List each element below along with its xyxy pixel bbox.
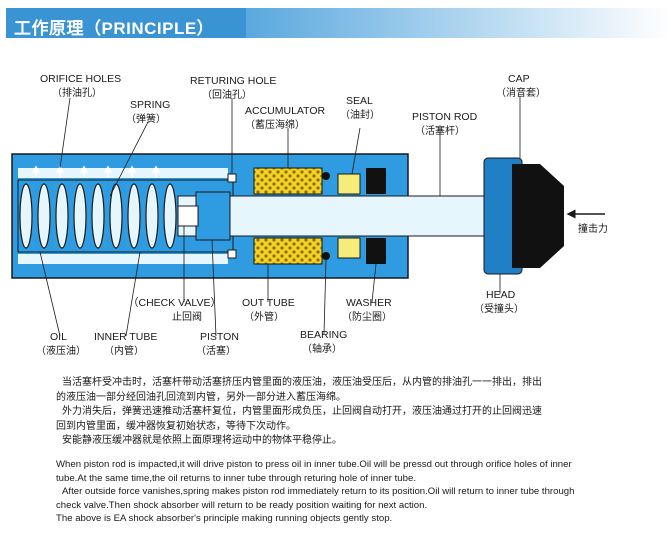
- accumulator-label: ACCUMULATOR: [245, 105, 326, 117]
- description-en-line: tube.At the same time,the oil returns to…: [56, 472, 416, 484]
- inner-tube-label: INNER TUBE: [94, 331, 157, 343]
- washer-label: WASHER: [346, 297, 392, 309]
- description-cn-line: 安能静液压缓冲器就是依照上面原理将运动中的物体平稳停止。: [62, 435, 342, 446]
- description-cn-line: 外力消失后，弹簧迅速推动活塞杆复位，内管里面形成负压，止回阀自动打开，液压油通过…: [62, 406, 542, 417]
- head-label-cn: （受撞头）: [474, 302, 524, 315]
- piston-label-cn: （活塞）: [196, 344, 236, 357]
- oil-channel-top: [18, 168, 228, 178]
- returning-hole-label: RETURING HOLE: [190, 75, 276, 87]
- description-en-line: The above is EA shock absorber's princip…: [56, 513, 393, 525]
- accumulator-top: [253, 167, 323, 195]
- accumulator-bottom: [253, 237, 323, 265]
- description-en-line: After outside force vanishes,spring make…: [62, 486, 575, 498]
- description-en-line: When piston rod is impacted,it will driv…: [56, 459, 572, 470]
- orifice-holes-label-cn: （排油孔）: [52, 86, 102, 99]
- washer-label-cn: （防尘圈）: [342, 310, 392, 323]
- seal-label: SEAL: [346, 95, 373, 107]
- piston: [195, 191, 231, 241]
- cap: [512, 164, 564, 268]
- orifice-holes-label: ORIFICE HOLES: [40, 73, 121, 85]
- bearing-label: BEARING: [300, 329, 347, 341]
- description-en: When piston rod is impacted,it will driv…: [56, 458, 656, 526]
- cap-label-cn: （消音套）: [496, 86, 546, 99]
- leader-lines: [39, 96, 521, 337]
- oil-label-cn: （液压油）: [36, 344, 86, 357]
- bearing-bottom: [322, 252, 330, 260]
- washer-top: [366, 168, 386, 194]
- spring-label-cn: （弹簧）: [126, 112, 166, 125]
- bearing-top: [322, 172, 330, 180]
- piston-rod-label: PISTON ROD: [412, 111, 478, 123]
- out-tube-label-cn: （外管）: [244, 310, 284, 323]
- returning-hole-label-cn: （回油孔）: [202, 88, 252, 101]
- head-label: HEAD: [486, 289, 516, 301]
- spring-label: SPRING: [130, 99, 170, 111]
- description-en-line: check valve.Then shock absorber will ret…: [56, 499, 428, 511]
- page-title: 工作原理（PRINCIPLE）: [14, 19, 215, 38]
- description-cn-line: 的液压油一部分经回油孔回流到内管，另外一部分进入蓄压海绵。: [56, 391, 346, 403]
- out-tube-label: OUT TUBE: [242, 297, 295, 309]
- header: 工作原理（PRINCIPLE）: [0, 0, 671, 46]
- oil-label: OIL: [50, 331, 67, 343]
- seal-bottom: [337, 237, 361, 259]
- accumulator-label-cn: （蓄压海绵）: [245, 118, 305, 131]
- check-valve-label: （CHECK VALVE）: [128, 297, 221, 309]
- description-cn: 当活塞杆受冲击时，活塞杆带动活塞挤压内管里面的液压油，液压油受压后，从内管的排油…: [56, 376, 656, 449]
- description-cn-line: 回到内管里面，缓冲器恢复初始状态，等待下次动作。: [56, 420, 296, 432]
- bearing-label-cn: （轴承）: [302, 342, 342, 355]
- shock-absorber-diagram: 撞击力 ORIFICE HOLES （排油孔） SPRING （弹簧） RETU…: [11, 73, 608, 357]
- orifice-arrows: [31, 165, 161, 178]
- piston-label: PISTON: [200, 331, 239, 343]
- seal-top: [337, 173, 361, 195]
- description-cn-line: 当活塞杆受冲击时，活塞杆带动活塞挤压内管里面的液压油，液压油受压后，从内管的排油…: [62, 377, 542, 388]
- impact-force-label: 撞击力: [578, 222, 608, 235]
- header-bar: [6, 8, 246, 38]
- returning-hole-top: [227, 173, 237, 183]
- inner-tube-label-cn: （内管）: [104, 344, 144, 357]
- washer-bottom: [366, 238, 386, 264]
- returning-hole-bottom: [227, 249, 237, 259]
- spring-coils: [19, 183, 177, 249]
- check-valve: [177, 205, 199, 227]
- cap-label: CAP: [508, 73, 530, 85]
- header-bar-fade: [246, 8, 671, 38]
- seal-label-cn: （油封）: [340, 108, 380, 121]
- piston-rod-label-cn: （活塞杆）: [415, 124, 465, 137]
- oil-channel-bottom: [18, 254, 228, 264]
- check-valve-label-cn: 止回阀: [172, 310, 202, 323]
